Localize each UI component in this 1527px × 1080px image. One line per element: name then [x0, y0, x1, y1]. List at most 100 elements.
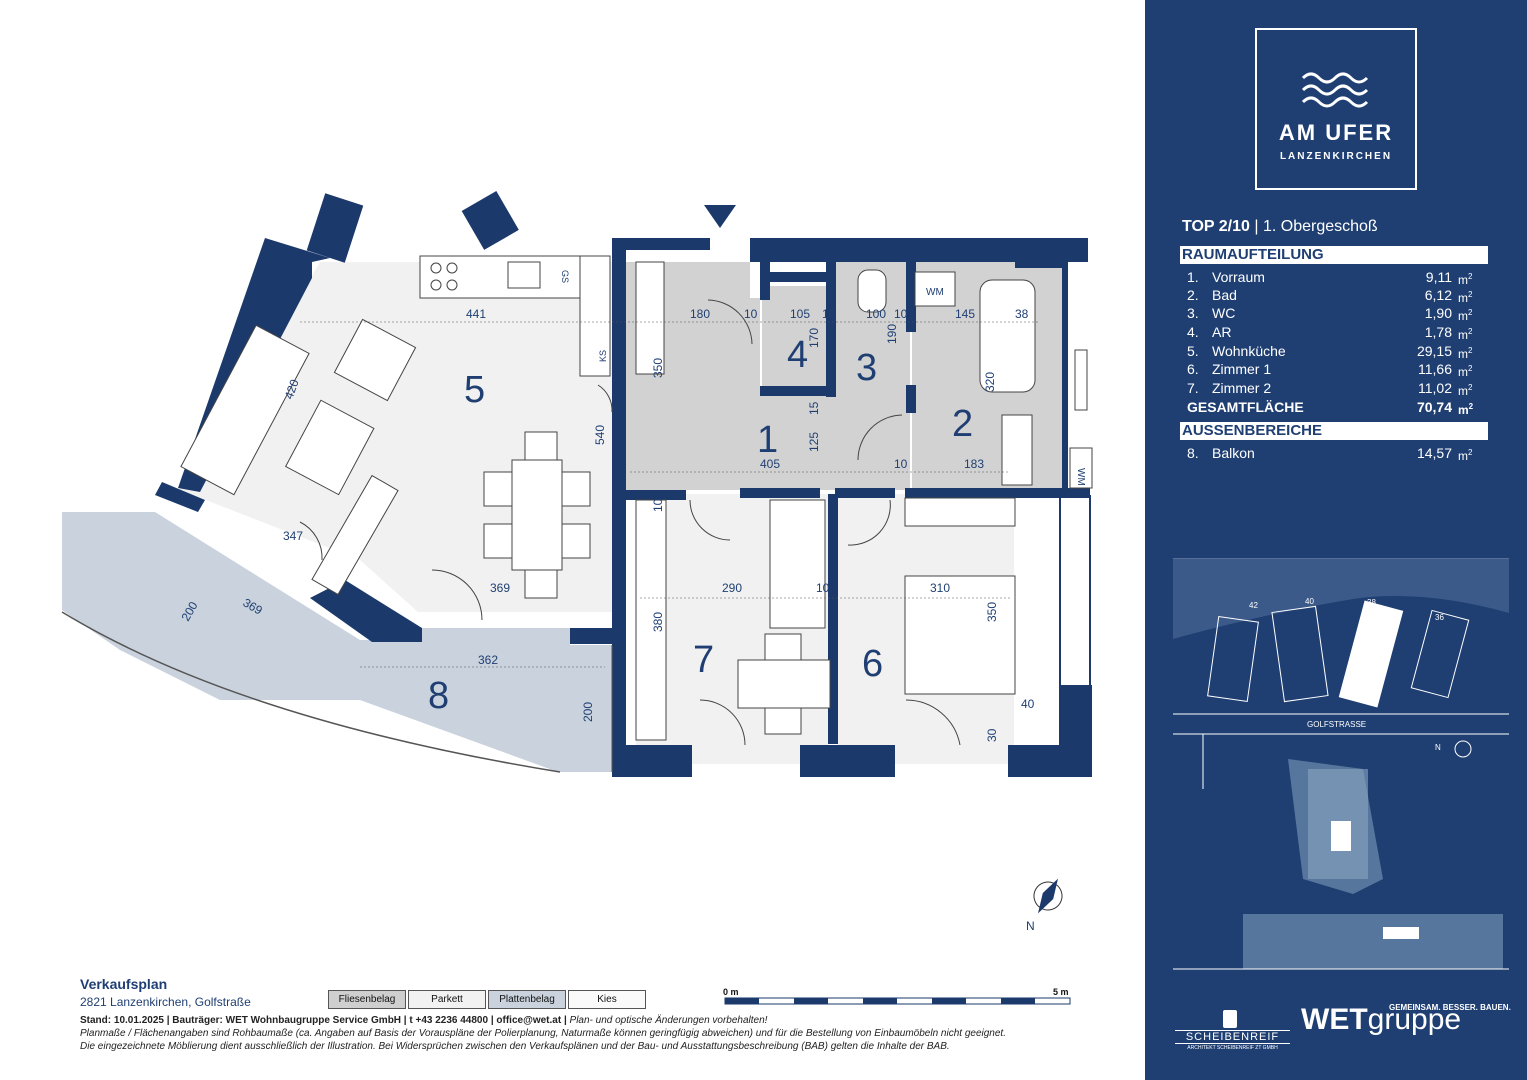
- room-row-label: Zimmer 2: [1212, 380, 1272, 396]
- floor-plan: 1 2 3 4 5 6 7 8 441 180 10 105 10 100 10…: [61, 190, 1093, 1005]
- dim-362: 362: [478, 653, 498, 667]
- room-row-value: 6,12: [1424, 287, 1452, 303]
- site-street: GOLFSTRASSE: [1307, 720, 1366, 729]
- plan-title: Verkaufsplan: [80, 976, 168, 992]
- unit-m: m: [1458, 291, 1468, 305]
- footer-line-2: Planmaße / Flächenangaben sind Rohbaumaß…: [80, 1028, 1006, 1039]
- label-gs: GS: [560, 270, 570, 283]
- room-label-3: 3: [856, 347, 877, 389]
- dim-10c: 10: [894, 307, 908, 321]
- legend-plattenbelag: Plattenbelag: [488, 990, 566, 1009]
- dim-441: 441: [466, 307, 486, 321]
- unit-m: m: [1458, 309, 1468, 323]
- room-row-number: 8.: [1187, 445, 1199, 461]
- total-value: 70,74: [1416, 399, 1452, 415]
- architect-sub: ARCHITEKT SCHEIBENREIF ZT GMBH: [1187, 1045, 1278, 1051]
- unit-m: m: [1458, 328, 1468, 342]
- dim-320: 320: [983, 372, 997, 392]
- total-unit: m2: [1458, 398, 1482, 419]
- room-row-label: Zimmer 1: [1212, 361, 1272, 377]
- room-row-value: 14,57: [1416, 445, 1452, 461]
- unit-m: m: [1458, 384, 1468, 398]
- dim-10f: 10: [816, 581, 830, 595]
- brand-gruppe: gruppe: [1367, 1003, 1462, 1036]
- dim-290: 290: [722, 581, 742, 595]
- north-arrow: [1033, 878, 1063, 914]
- brand-wet: WET: [1301, 1003, 1368, 1036]
- room-label-2: 2: [952, 403, 973, 445]
- label-wm-1: WM: [926, 287, 944, 298]
- dim-405: 405: [760, 457, 780, 471]
- site-plan: 42 40 38 36 GOLFSTRASSE N: [1173, 558, 1509, 975]
- footer-stand: Stand: 10.01.2025 | Bauträger: WET Wohnb…: [80, 1015, 567, 1026]
- room-row-unit: m2: [1458, 360, 1482, 381]
- site-house-36: 36: [1435, 613, 1444, 622]
- room-row-number: 6.: [1187, 361, 1199, 377]
- dim-100: 100: [866, 307, 886, 321]
- brand-tagline: GEMEINSAM. BESSER. BAUEN.: [1389, 1003, 1511, 1012]
- total-label: GESAMTFLÄCHE: [1187, 399, 1304, 415]
- room-row-number: 1.: [1187, 269, 1199, 285]
- dim-350a: 350: [651, 358, 665, 378]
- unit-sup: 2: [1468, 290, 1473, 299]
- project-logo: AM UFER LANZENKIRCHEN: [1255, 28, 1417, 190]
- crest-icon: [1223, 1010, 1237, 1028]
- legend-fliesenbelag: Fliesenbelag: [328, 990, 406, 1009]
- room-row-unit: m2: [1458, 286, 1482, 307]
- dim-310: 310: [930, 581, 950, 595]
- room-row-label: Balkon: [1212, 445, 1255, 461]
- dimension-lines: [300, 321, 1040, 668]
- room-row-label: WC: [1212, 305, 1236, 321]
- storage-floor: [762, 286, 834, 394]
- balcony-parapet: [61, 611, 561, 773]
- dim-125: 125: [807, 432, 821, 452]
- dim-200b: 200: [581, 702, 595, 722]
- room-row-unit: m2: [1458, 379, 1482, 400]
- room-label-1: 1: [757, 419, 778, 461]
- entrance-marker: [704, 205, 736, 228]
- room-label-5: 5: [464, 369, 485, 411]
- architect-logo: SCHEIBENREIF ARCHITEKT SCHEIBENREIF ZT G…: [1175, 1010, 1290, 1051]
- dim-30: 30: [985, 728, 999, 742]
- site-plan-graphic: 42 40 38 36 GOLFSTRASSE N: [1173, 559, 1509, 970]
- label-wm-2: WM: [1075, 468, 1086, 486]
- legend-parkett: Parkett: [408, 990, 486, 1009]
- dim-183: 183: [964, 457, 984, 471]
- dim-10a: 10: [744, 307, 758, 321]
- dim-420: 420: [282, 377, 302, 401]
- dim-190: 190: [885, 324, 899, 344]
- plan-address: 2821 Lanzenkirchen, Golfstraße: [80, 995, 251, 1009]
- logo-lanzenkirchen: LANZENKIRCHEN: [1279, 151, 1393, 162]
- dim-170: 170: [807, 328, 821, 348]
- room-label-8: 8: [428, 675, 449, 717]
- room-row-label: Bad: [1212, 287, 1237, 303]
- room-row-label: Vorraum: [1212, 269, 1265, 285]
- unit-m: m: [1458, 403, 1469, 417]
- room-row-value: 1,78: [1424, 324, 1452, 340]
- footer-disclaimer: Plan- und optische Änderungen vorbehalte…: [569, 1015, 768, 1026]
- dim-369a: 369: [490, 581, 510, 595]
- balcony-floor: [62, 512, 612, 772]
- unit-sup: 2: [1468, 364, 1473, 373]
- hallway-floor: [626, 262, 910, 490]
- logo-am-ufer: AM UFER: [1278, 120, 1394, 145]
- unit-sup: 2: [1468, 448, 1473, 457]
- kitchen-counter: [419, 255, 611, 377]
- aussenbereiche-header: AUSSENBEREICHE: [1180, 422, 1488, 440]
- footer-line-1: Stand: 10.01.2025 | Bauträger: WET Wohnb…: [80, 1015, 767, 1026]
- doors: [299, 299, 961, 746]
- site-house-42: 42: [1249, 601, 1258, 610]
- room-row-number: 7.: [1187, 380, 1199, 396]
- room-row-value: 9,11: [1425, 269, 1452, 285]
- room-row-label: AR: [1212, 324, 1232, 340]
- dim-10e: 10: [651, 498, 665, 512]
- unit-m: m: [1458, 273, 1468, 287]
- unit-m: m: [1458, 347, 1468, 361]
- unit-sup: 2: [1468, 327, 1473, 336]
